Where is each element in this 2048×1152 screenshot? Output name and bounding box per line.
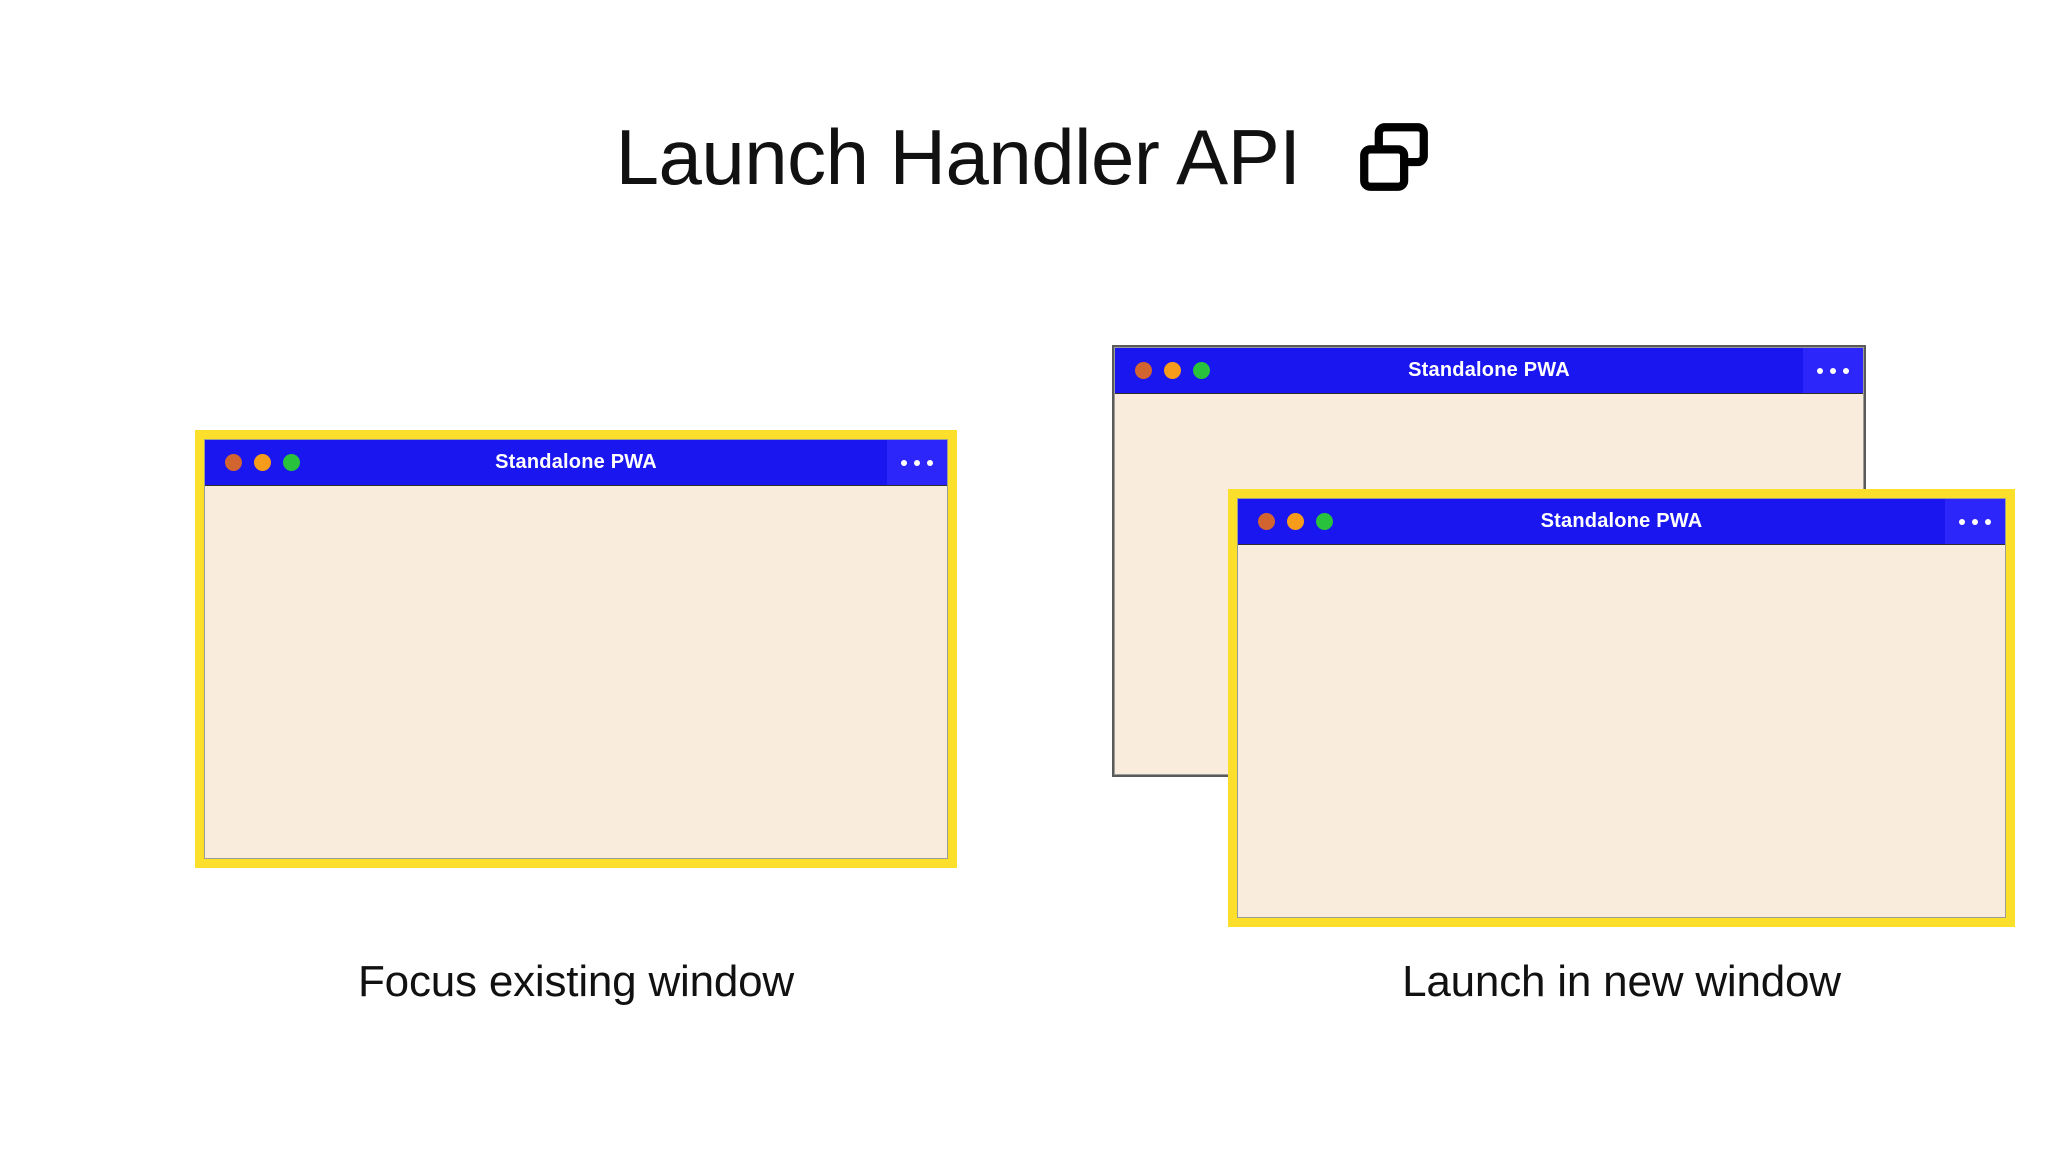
window-frame: Standalone PWA	[204, 439, 948, 859]
overflow-menu-icon[interactable]	[1803, 348, 1863, 393]
traffic-lights	[205, 454, 300, 471]
caption-focus-existing: Focus existing window	[358, 957, 794, 1006]
minimize-icon[interactable]	[1164, 362, 1181, 379]
menu-dot	[927, 459, 933, 466]
menu-dot	[1843, 367, 1849, 374]
menu-dot	[1985, 518, 1991, 525]
window-new-foreground[interactable]: Standalone PWA	[1228, 489, 2015, 927]
traffic-lights	[1115, 362, 1210, 379]
close-icon[interactable]	[1258, 513, 1275, 530]
window-titlebar[interactable]: Standalone PWA	[1238, 499, 2005, 545]
window-frame: Standalone PWA	[1237, 498, 2006, 918]
window-content-area	[1238, 545, 2005, 917]
window-focus-existing[interactable]: Standalone PWA	[195, 430, 957, 868]
menu-dot	[1830, 367, 1836, 374]
menu-dot	[914, 459, 920, 466]
close-icon[interactable]	[225, 454, 242, 471]
maximize-icon[interactable]	[1316, 513, 1333, 530]
close-icon[interactable]	[1135, 362, 1152, 379]
window-title-label: Standalone PWA	[495, 451, 657, 473]
page-title: Launch Handler API	[615, 113, 1301, 201]
window-titlebar[interactable]: Standalone PWA	[1115, 348, 1863, 394]
traffic-lights	[1238, 513, 1333, 530]
window-title-label: Standalone PWA	[1408, 359, 1570, 381]
overflow-menu-icon[interactable]	[887, 440, 947, 485]
maximize-icon[interactable]	[283, 454, 300, 471]
minimize-icon[interactable]	[254, 454, 271, 471]
menu-dot	[901, 459, 907, 466]
minimize-icon[interactable]	[1287, 513, 1304, 530]
maximize-icon[interactable]	[1193, 362, 1210, 379]
window-title-label: Standalone PWA	[1540, 510, 1703, 532]
window-content-area	[205, 486, 947, 858]
window-titlebar[interactable]: Standalone PWA	[205, 440, 947, 486]
overflow-menu-icon[interactable]	[1945, 499, 2005, 544]
page-header: Launch Handler API	[0, 118, 2048, 196]
menu-dot	[1972, 518, 1978, 525]
menu-dot	[1817, 367, 1823, 374]
caption-launch-new: Launch in new window	[1402, 957, 1841, 1006]
two-windows-icon	[1356, 119, 1432, 195]
menu-dot	[1959, 518, 1965, 525]
